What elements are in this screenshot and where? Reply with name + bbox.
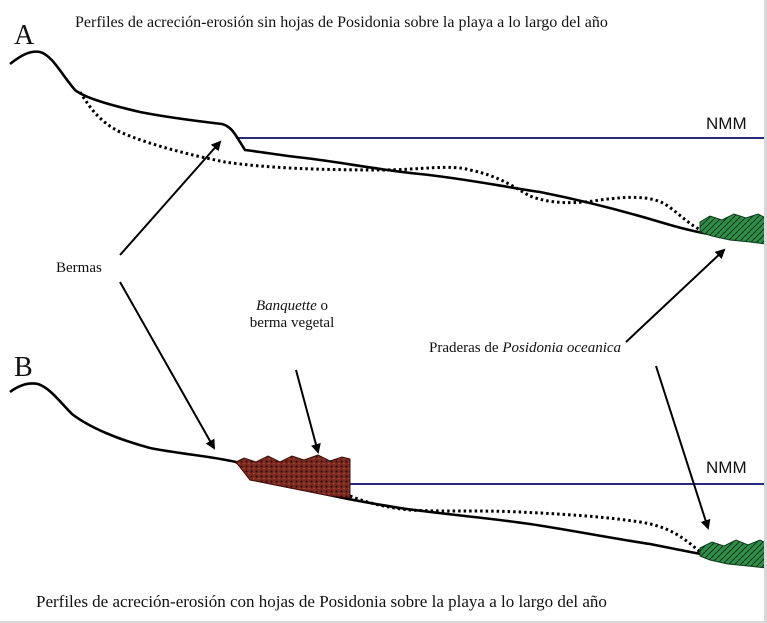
seagrass-b	[699, 539, 767, 569]
banquette-line2-text: berma vegetal	[249, 315, 335, 331]
image-border-bottom	[0, 621, 767, 623]
arrow-bermas-to-b	[119, 281, 215, 450]
bermas-label: Bermas	[56, 260, 102, 276]
praderas-italic-text: Posidonia oceanica	[502, 340, 622, 356]
banquette-italic-text: Banquette	[255, 298, 317, 314]
profile-solid-b	[9, 382, 713, 558]
nmm-label-a: NMM	[706, 114, 747, 133]
profile-dotted-b	[349, 494, 702, 554]
panel-b-title: Perfiles de acreción-erosión con hojas d…	[36, 592, 607, 611]
praderas-prefix-text: Praderas de	[429, 340, 503, 356]
arrow-praderas-to-a	[625, 248, 726, 343]
banquette-label: Banquette o berma vegetal	[230, 298, 354, 332]
arrow-bermas-to-a	[119, 140, 222, 256]
panel-letter-a: A	[14, 20, 35, 51]
praderas-label: Praderas de Posidonia oceanica	[429, 340, 621, 357]
banquette-deposit	[235, 454, 351, 499]
image-border-right	[764, 0, 767, 623]
nmm-label-b: NMM	[706, 458, 747, 477]
panel-letter-b: B	[14, 352, 33, 383]
panel-a-title: Perfiles de acreción-erosión sin hojas d…	[75, 14, 608, 31]
banquette-rest-text: o	[316, 298, 329, 314]
profile-dotted-a	[78, 91, 706, 234]
seagrass-a	[699, 213, 767, 245]
arrow-praderas-to-b	[655, 365, 711, 530]
profile-solid-a	[9, 50, 711, 236]
arrow-banquette	[295, 369, 321, 454]
